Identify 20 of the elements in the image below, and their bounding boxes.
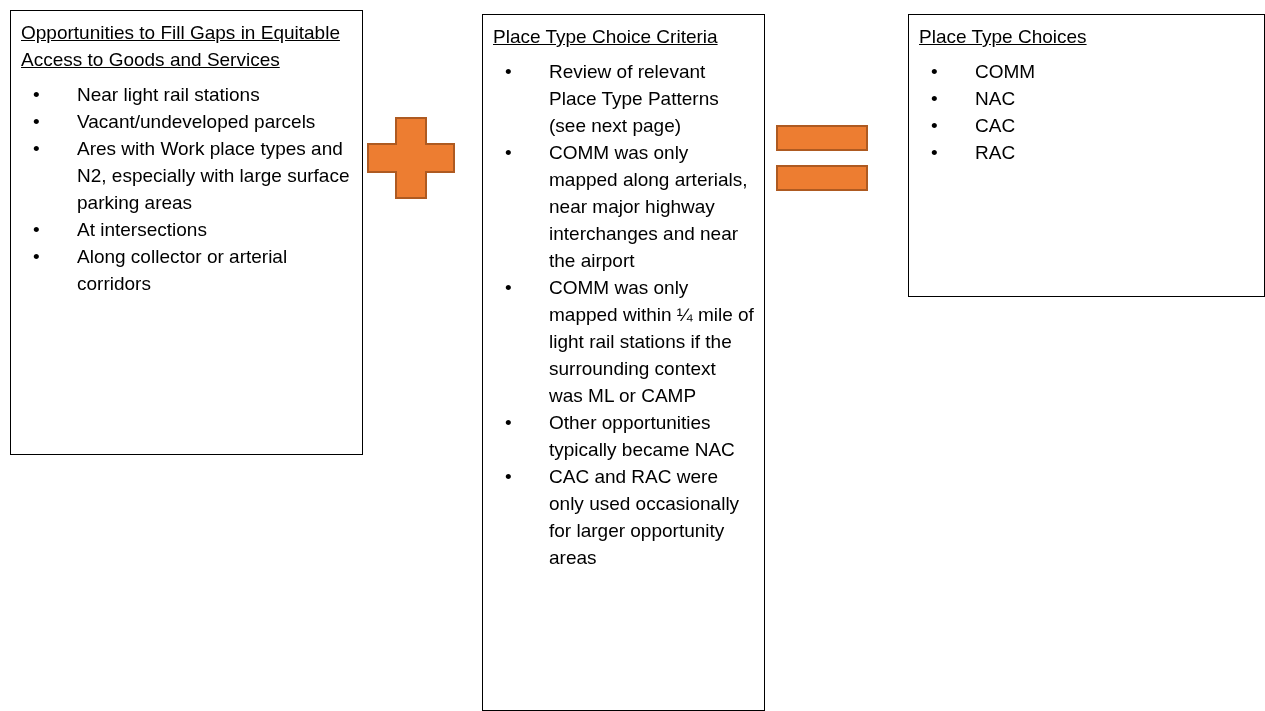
bullet-item: • Near light rail stations [33,83,261,107]
bullet-item: • CAC [931,114,1017,138]
bullet-item: • COMM was only mapped within ¼ mile of light rail stations if the surrounding context was ML or CAMP [505,276,754,408]
bullet-item: • Review of relevant Place Type Patterns (see next page) [505,60,720,138]
bullet-item: • CAC and RAC were only used occasionally for larger opportunity areas [505,465,741,570]
bullet-item: • RAC [931,141,1017,165]
bullet-item: • COMM [931,60,1037,84]
bullet-item: • Ares with Work place types and N2, especially with large surface parking areas [33,137,351,215]
bullet-item: • Vacant/undeveloped parcels [33,110,317,134]
box-heading: Opportunities to Fill Gaps in Equitable Access to Goods and Services [21,21,341,72]
bullet-item: • Other opportunities typically became NAC [505,411,736,462]
box-heading: Place Type Choices [919,25,1088,49]
bullet-item: • At intersections [33,218,208,242]
box-heading: Place Type Choice Criteria [493,25,719,49]
bullet-item: • COMM was only mapped along arterials, near major highway interchanges and near the airport [505,141,749,273]
bullet-item: • NAC [931,87,1017,111]
bullet-item: • Along collector or arterial corridors [33,245,289,296]
text-box [482,14,765,711]
text-box [10,10,363,455]
text-box [908,14,1265,297]
